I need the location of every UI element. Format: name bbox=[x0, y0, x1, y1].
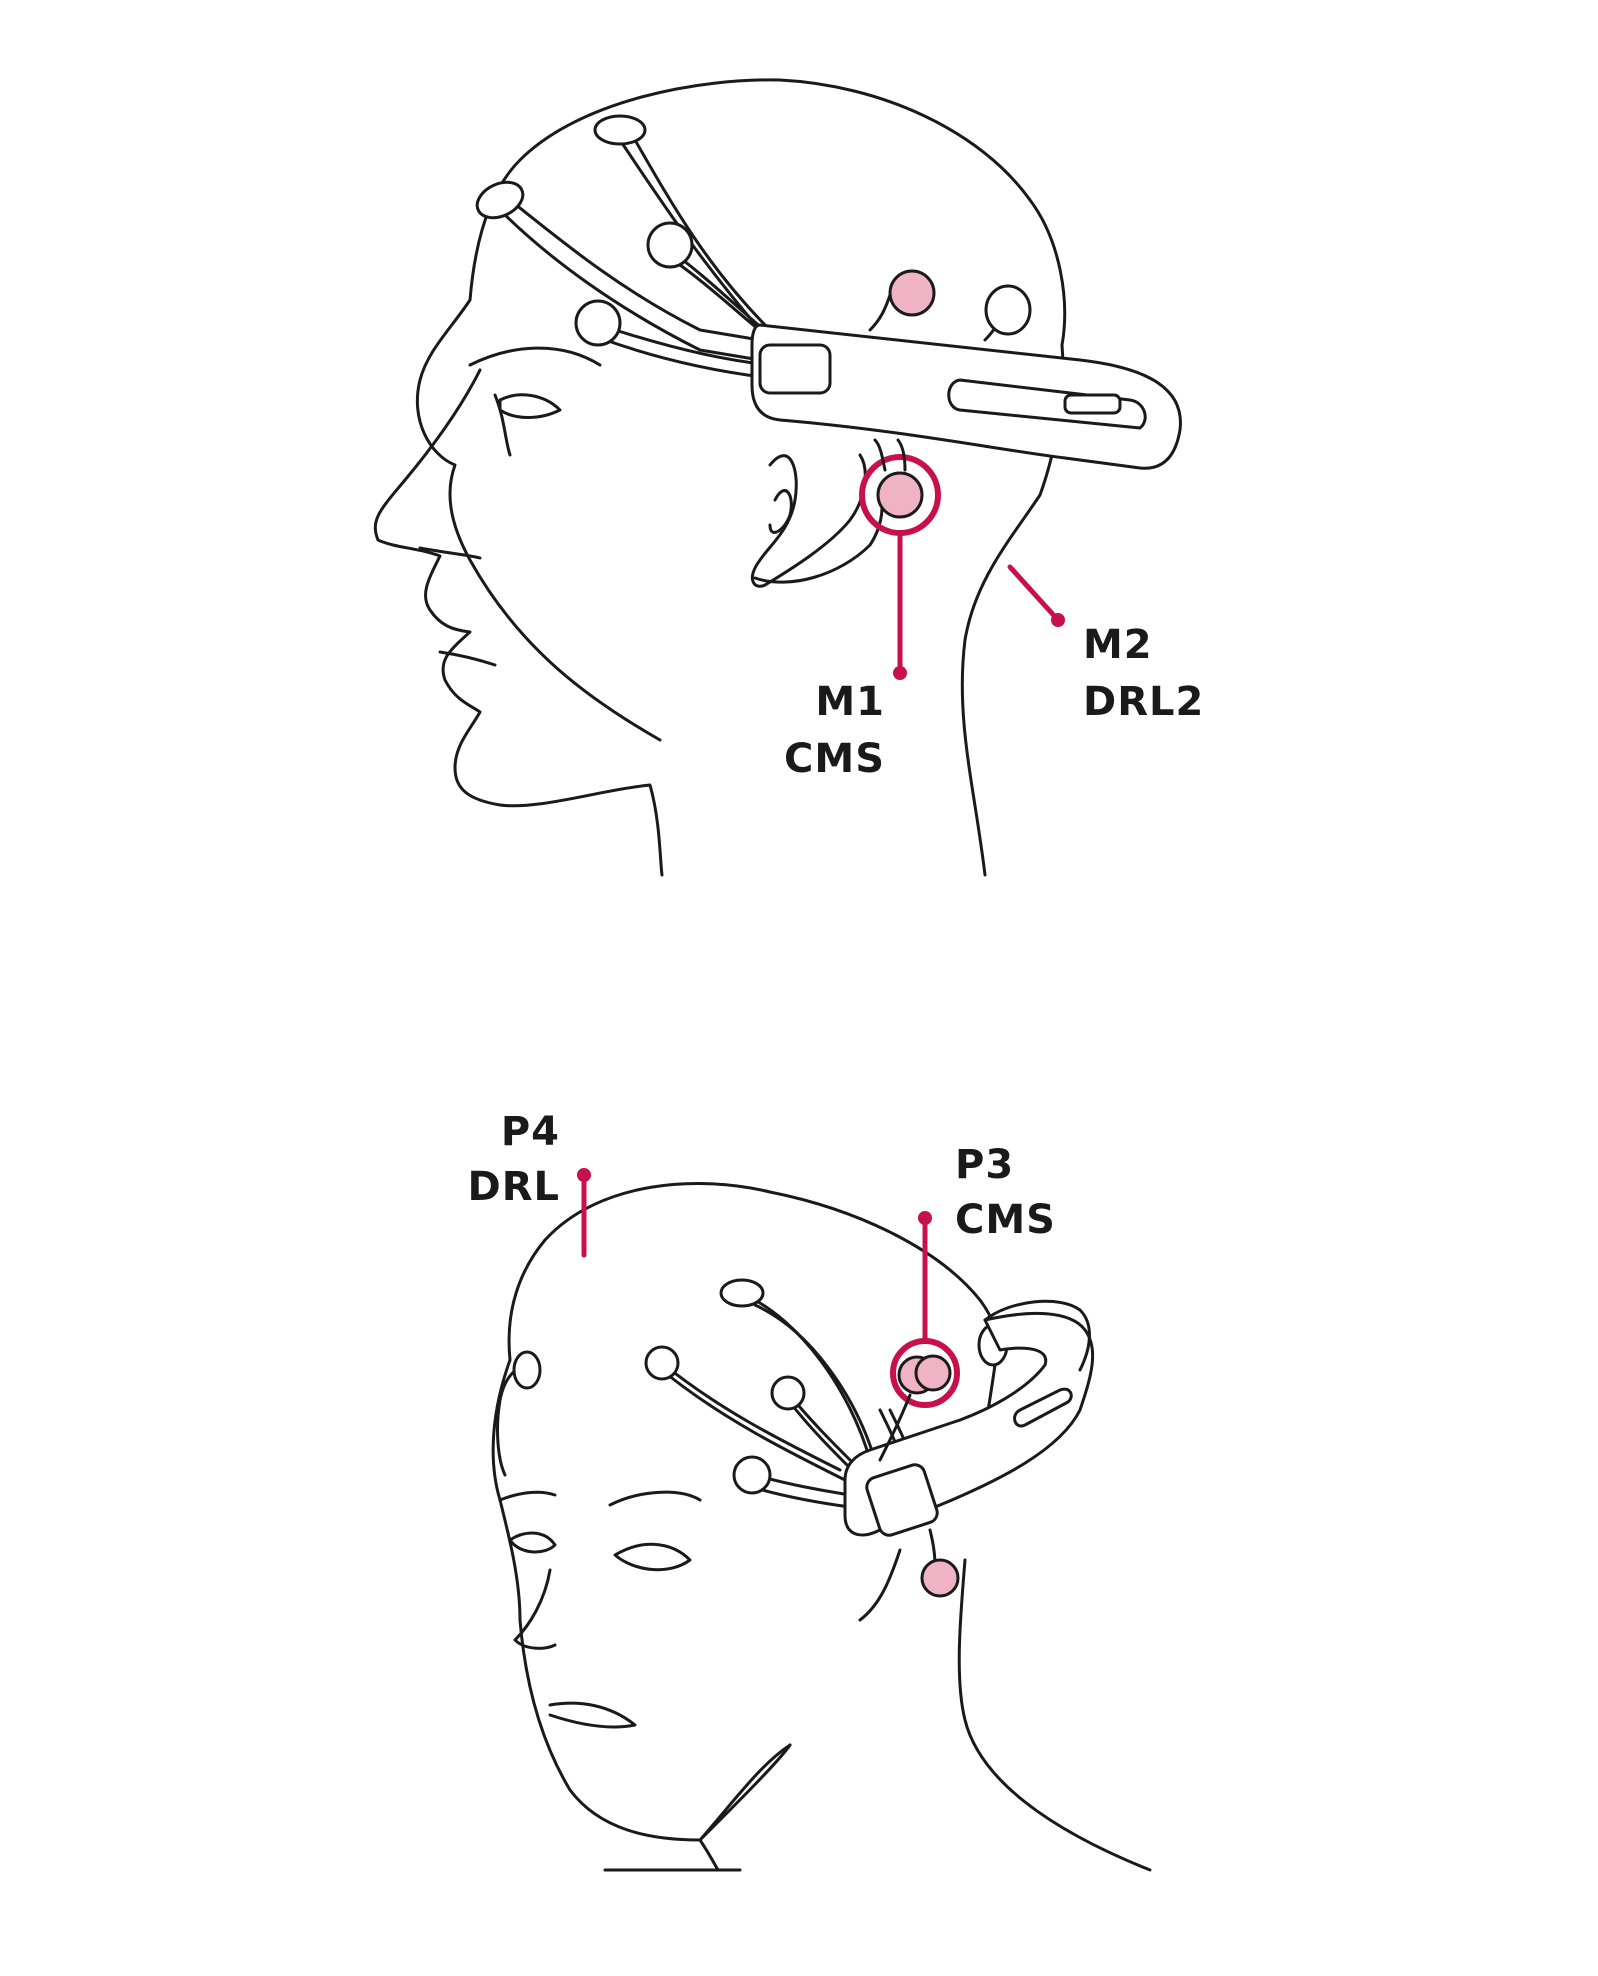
bottom-ear bbox=[858, 1548, 902, 1622]
m2-leader-dot bbox=[1051, 613, 1065, 627]
top-headset-slot-inner bbox=[1063, 393, 1122, 415]
bottom-head-figure: P3 CMS P4 DRL bbox=[468, 1109, 1152, 1872]
m2-leader-line bbox=[1007, 564, 1061, 623]
bottom-electrode-6 bbox=[512, 1350, 542, 1390]
top-electrode-6 bbox=[984, 284, 1032, 336]
p4-leader-dot bbox=[577, 1168, 591, 1182]
top-electrode-3 bbox=[646, 221, 694, 269]
m1-electrode-wire-2 bbox=[896, 438, 907, 472]
cms-label-bottom: CMS bbox=[955, 1197, 1056, 1243]
bottom-jaw bbox=[698, 1743, 792, 1842]
top-head-figure: M1 CMS M2 DRL2 bbox=[373, 78, 1204, 877]
drl-label: DRL bbox=[468, 1164, 561, 1210]
bottom-neck-electrode bbox=[920, 1558, 960, 1598]
bottom-electrode-4 bbox=[732, 1455, 772, 1495]
p3-label: P3 bbox=[955, 1142, 1014, 1188]
p3-leader-dot bbox=[918, 1211, 932, 1225]
m1-label: M1 bbox=[815, 679, 885, 725]
top-eye-lid bbox=[493, 393, 512, 457]
top-lip-line bbox=[418, 546, 482, 560]
top-eye bbox=[498, 393, 562, 419]
bottom-left-brow bbox=[498, 1490, 557, 1502]
top-face-profile bbox=[373, 368, 664, 877]
bottom-electrode-3 bbox=[770, 1375, 806, 1411]
bottom-electrode-2 bbox=[644, 1345, 680, 1381]
top-head-outline bbox=[415, 78, 1067, 742]
m2-label: M2 bbox=[1083, 622, 1153, 668]
bottom-headset-slot bbox=[1013, 1387, 1073, 1428]
top-electrode-4 bbox=[574, 299, 622, 347]
drl2-label: DRL2 bbox=[1083, 679, 1204, 725]
m1-electrode-wire bbox=[873, 438, 887, 472]
bottom-left-eye bbox=[508, 1531, 557, 1554]
bottom-neck-back bbox=[957, 1558, 1152, 1872]
top-electrode-5-pink bbox=[888, 269, 936, 317]
bottom-right-brow bbox=[608, 1490, 702, 1507]
p3-electrode-wire bbox=[878, 1393, 912, 1462]
bottom-headset-pad bbox=[865, 1463, 939, 1537]
m1-leader-dot bbox=[893, 666, 907, 680]
top-electrode-1 bbox=[593, 114, 647, 146]
top-ear-inner bbox=[768, 489, 793, 534]
cms-label-top: CMS bbox=[784, 736, 885, 782]
top-headset-slot bbox=[947, 378, 1147, 430]
p4-label: P4 bbox=[501, 1109, 560, 1155]
bottom-head-outline bbox=[507, 1182, 1002, 1362]
bottom-neck-front bbox=[698, 1838, 720, 1872]
top-brow bbox=[468, 346, 602, 367]
bottom-right-eye bbox=[613, 1542, 692, 1572]
bottom-face-outline bbox=[491, 1358, 792, 1842]
bottom-electrode-1 bbox=[719, 1278, 765, 1308]
bottom-headset-upper-strap bbox=[983, 1299, 1091, 1372]
top-electrode-2 bbox=[475, 180, 525, 220]
top-ear bbox=[750, 453, 867, 588]
p3-electrode bbox=[914, 1354, 952, 1392]
top-chin-line bbox=[438, 650, 497, 667]
bottom-nose bbox=[513, 1568, 557, 1650]
top-headset-pad bbox=[758, 343, 832, 395]
top-jaw bbox=[753, 493, 884, 584]
bottom-mouth bbox=[548, 1701, 637, 1729]
m1-electrode bbox=[876, 471, 924, 519]
